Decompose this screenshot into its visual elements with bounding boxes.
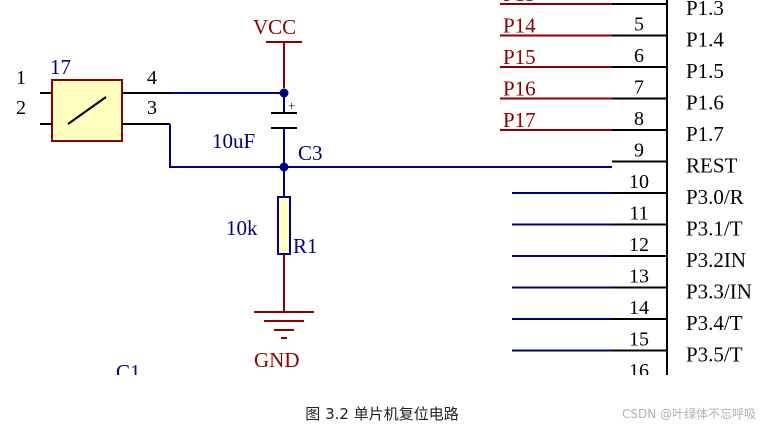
mcu-pin-name: P3.4/T (686, 311, 743, 335)
mcu-pin-name: P3.5/T (686, 343, 743, 367)
net-label: P17 (503, 108, 536, 132)
mcu-pin-number: 12 (629, 234, 649, 256)
net-labels: P13P14P15P16P17 (500, 0, 612, 132)
wire-sw3-node (169, 124, 284, 168)
mcu-pin-name: P3.3/IN (686, 280, 752, 304)
vcc-label: VCC (253, 15, 296, 39)
mcu-pin-name: P1.6 (686, 91, 724, 115)
mcu-pin-name: P3.0/R (686, 185, 744, 209)
mcu-pin-number: 10 (629, 171, 649, 193)
mcu-pin-number: 8 (634, 108, 644, 130)
net-label: P13 (503, 0, 536, 6)
switch-pin2-number: 2 (16, 97, 26, 119)
junction-vcc (279, 88, 289, 98)
mcu-pin-number: 15 (629, 329, 649, 351)
mcu-pin-name: P3.1/T (686, 217, 743, 241)
switch-pin4-number: 4 (147, 67, 157, 89)
switch-pin1-number: 1 (16, 67, 26, 89)
figure-caption: 图 3.2 单片机复位电路 (305, 405, 459, 423)
resistor-body (277, 196, 291, 255)
mcu-pin-number: 13 (629, 266, 649, 288)
switch-contact (67, 96, 107, 125)
res-ref: R1 (293, 234, 318, 258)
net-label: P15 (503, 45, 536, 69)
mcu-pin-name: P1.7 (686, 122, 724, 146)
mcu-pin-name: P1.5 (686, 59, 724, 83)
gnd-label: GND (254, 348, 300, 372)
mcu-pin-number: 14 (629, 297, 649, 319)
switch-pin3-number: 3 (147, 97, 157, 119)
mcu-pin-number: 9 (634, 140, 644, 162)
mcu-pin-name: P3.2IN (686, 248, 746, 272)
net-label: P16 (503, 77, 536, 101)
net-label: P14 (503, 14, 536, 38)
mcu-pin-number: 6 (634, 45, 644, 67)
mcu-pin-number: 16 (629, 360, 649, 375)
reset-circuit-schematic: VCC 17 1 2 4 3 + 10uF C3 10k R1 GND C1 P… (16, 0, 752, 375)
res-value: 10k (226, 216, 258, 240)
mcu-pin-number: 4 (634, 0, 644, 4)
cap-polarity: + (288, 98, 295, 113)
mcu-pin-number: 11 (629, 203, 648, 225)
mcu-pin-number: 5 (634, 14, 644, 36)
cap-value: 10uF (212, 129, 255, 153)
mcu-pin-name: REST (686, 154, 738, 178)
partial-ref-c1: C1 (116, 360, 141, 375)
mcu-pin-number: 7 (634, 77, 644, 99)
watermark: CSDN @叶绿体不忘呼吸 (621, 407, 756, 421)
mcu-pin-name: P1.4 (686, 28, 724, 52)
mcu-pin-name: P1.3 (686, 0, 724, 20)
cap-ref: C3 (298, 141, 323, 165)
switch-ref: 17 (50, 55, 71, 79)
